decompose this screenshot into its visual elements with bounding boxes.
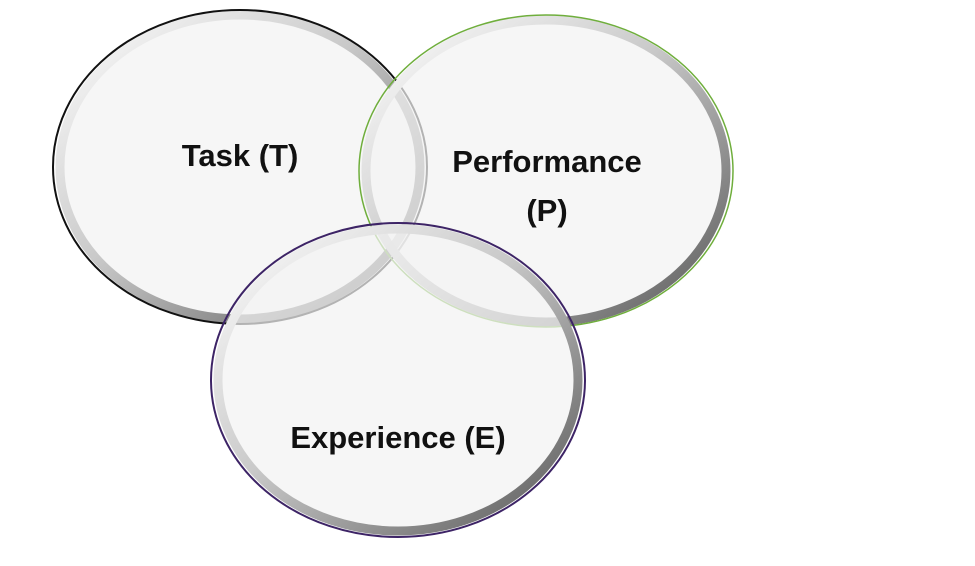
venn-circle-experience-rim	[213, 224, 583, 536]
label-task: Task (T)	[182, 138, 299, 173]
label-performance-line2: (P)	[526, 193, 567, 228]
venn-circle-experience-outline	[210, 222, 586, 538]
label-experience: Experience (E)	[290, 420, 505, 455]
venn-circle-experience	[210, 222, 586, 538]
venn-circle-experience-fill	[214, 225, 582, 535]
label-performance-line1: Performance	[452, 144, 642, 179]
